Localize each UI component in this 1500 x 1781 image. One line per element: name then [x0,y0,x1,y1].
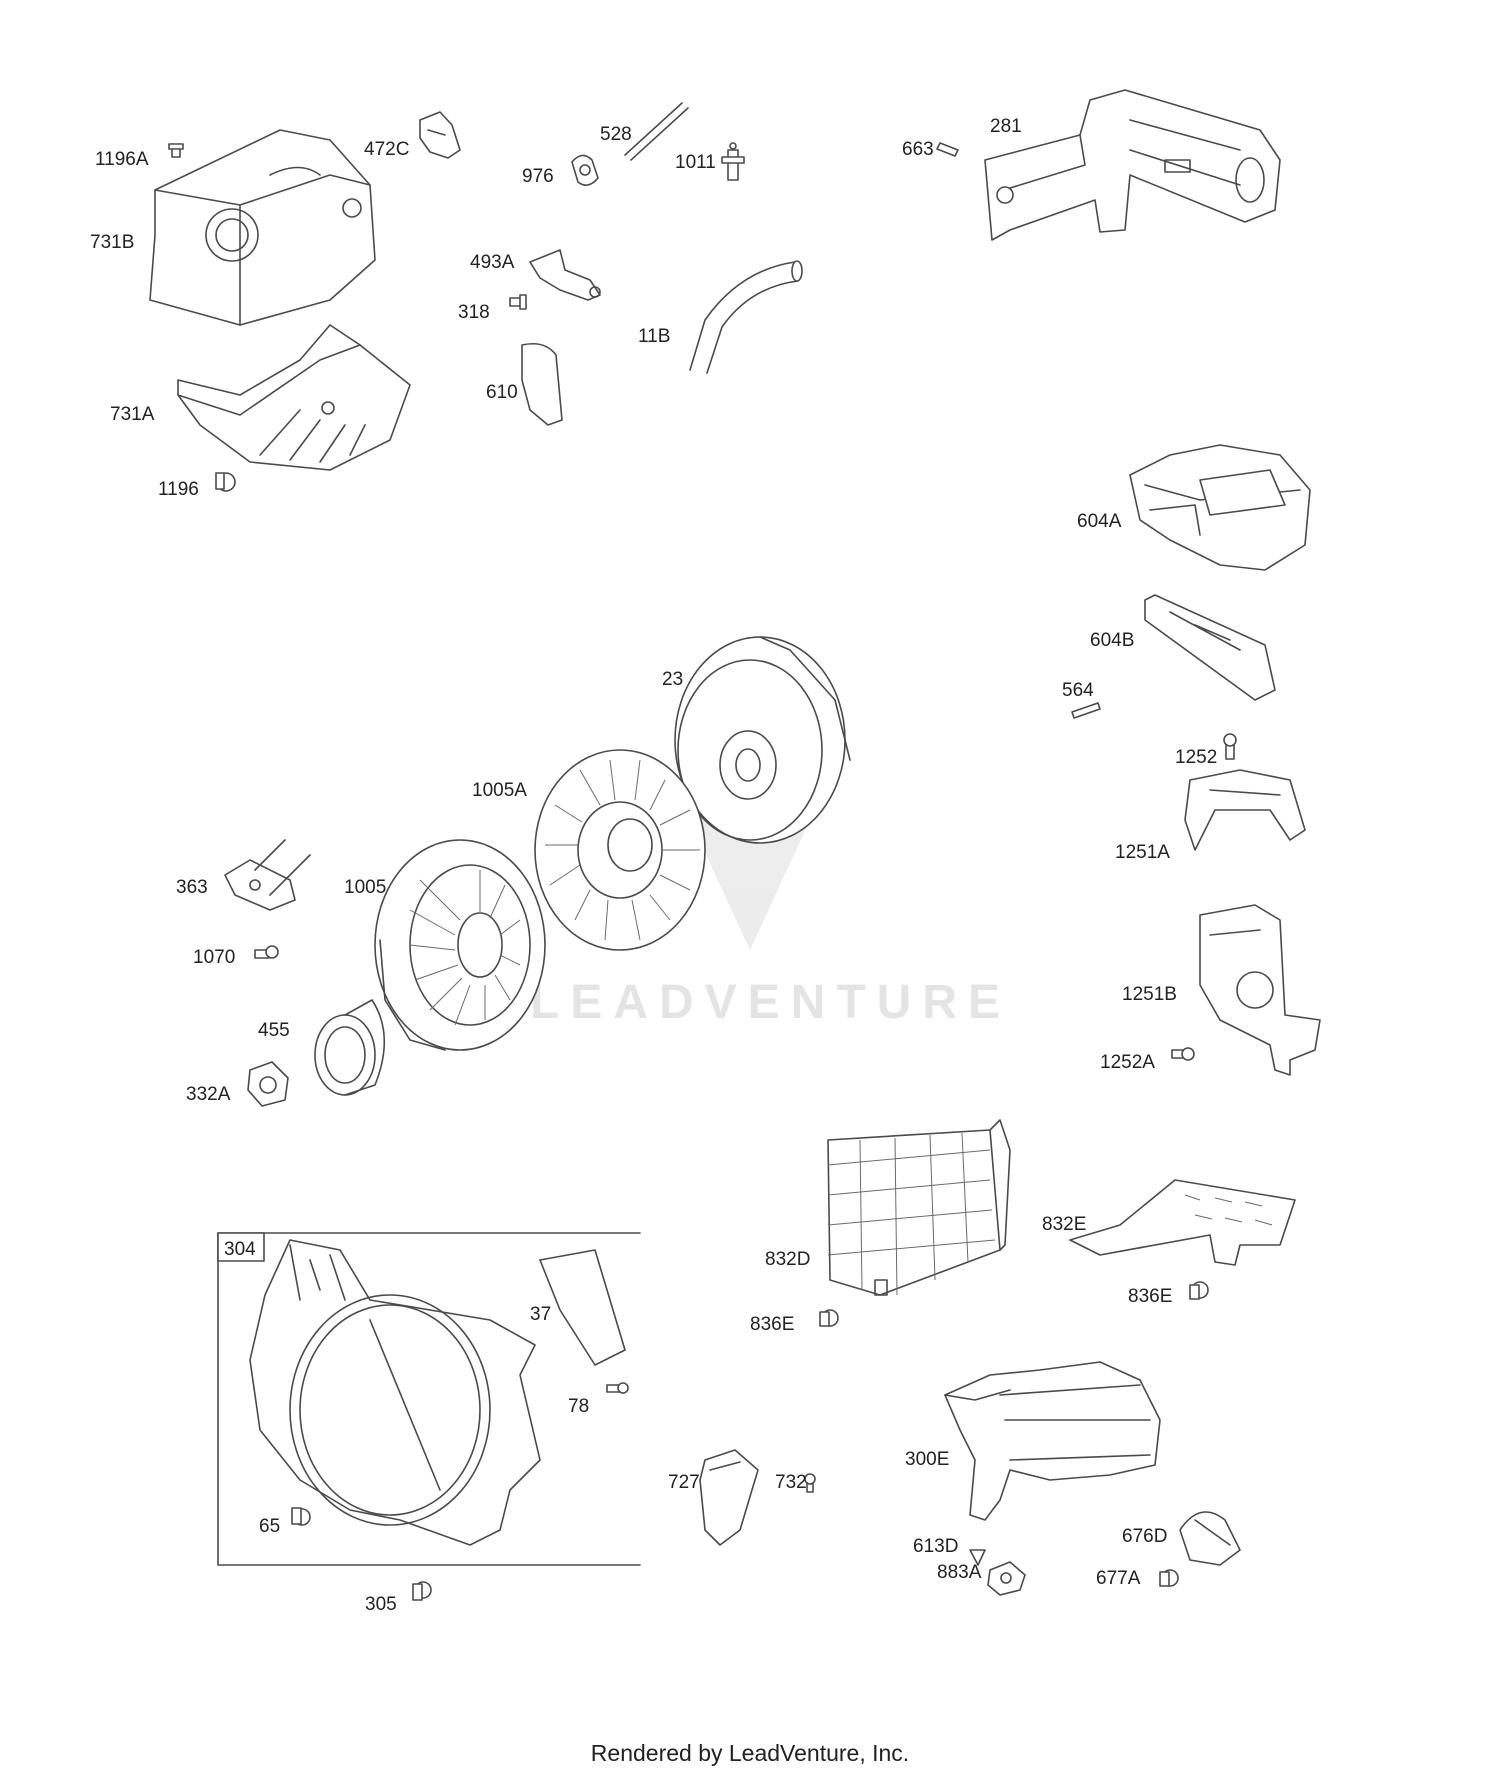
label-1196: 1196 [158,479,199,500]
label-528: 528 [600,124,632,145]
label-564: 564 [1062,680,1094,701]
part-528-tube[interactable] [624,102,689,161]
label-732: 732 [775,1472,807,1493]
part-493A-bracket[interactable] [529,249,601,301]
part-836E-screw-b[interactable] [1189,1281,1209,1300]
label-677A: 677A [1096,1568,1141,1589]
label-65: 65 [259,1516,280,1537]
part-1252-screw[interactable] [1223,733,1237,760]
label-1251A: 1251A [1115,842,1170,863]
label-836E-a: 836E [750,1314,794,1335]
part-836E-screw-a[interactable] [819,1309,839,1327]
label-836E-b: 836E [1128,1286,1172,1307]
label-663: 663 [902,139,934,160]
part-832D-muffler-guard[interactable] [827,1119,1011,1296]
label-363: 363 [176,877,208,898]
part-455-cup[interactable] [314,999,386,1096]
part-11B-hose[interactable] [689,260,803,374]
label-305: 305 [365,1594,397,1615]
part-564-screw[interactable] [1071,702,1101,719]
part-604A-shroud[interactable] [1129,444,1311,571]
part-732-screw[interactable] [804,1473,816,1493]
label-1252A: 1252A [1100,1052,1155,1073]
label-731A: 731A [110,404,155,425]
part-663-screw[interactable] [936,142,959,157]
label-1252: 1252 [1175,747,1217,768]
part-610-gasket[interactable] [521,342,563,426]
label-1011: 1011 [675,152,716,173]
part-1070-screw[interactable] [254,945,279,959]
part-65-screw[interactable] [291,1507,311,1526]
label-1005A: 1005A [472,780,527,801]
part-883A-nut[interactable] [987,1561,1026,1596]
part-1011-valve[interactable] [721,142,745,181]
part-731B-shroud[interactable] [149,129,376,326]
label-883A: 883A [937,1562,982,1583]
label-832E: 832E [1042,1214,1086,1235]
part-731A-cover[interactable] [177,324,411,471]
label-610: 610 [486,382,518,403]
label-11B: 11B [638,326,670,347]
part-1251B-bracket[interactable] [1199,904,1321,1076]
part-318-screw[interactable] [509,294,527,310]
part-300E-muffler[interactable] [944,1361,1161,1521]
label-976: 976 [522,166,554,187]
label-455: 455 [258,1020,290,1041]
label-1196A: 1196A [95,149,149,170]
kit-304-box [217,1232,641,1566]
part-37-guard[interactable] [539,1249,626,1366]
part-472C-bracket[interactable] [419,111,461,159]
label-604B: 604B [1090,630,1134,651]
part-613D-stud[interactable] [969,1549,986,1566]
part-labels: 1196A 731B 731A 1196 472C 528 976 1011 4… [90,116,1217,1615]
part-976-cap[interactable] [571,154,599,186]
label-1005: 1005 [344,877,386,898]
label-281: 281 [990,116,1022,137]
label-676D: 676D [1122,1526,1167,1547]
part-727-cover[interactable] [699,1449,759,1546]
label-300E: 300E [905,1449,949,1470]
label-727: 727 [668,1472,700,1493]
part-676D-deflector[interactable] [1179,1511,1241,1566]
label-604A: 604A [1077,511,1122,532]
svg-text:LEADVENTURE: LEADVENTURE [530,976,1000,1029]
label-318: 318 [458,302,490,323]
label-493A: 493A [470,252,515,273]
part-1251A-shield[interactable] [1184,769,1306,851]
label-304: 304 [224,1239,256,1260]
label-37: 37 [530,1304,551,1325]
label-78: 78 [568,1396,589,1417]
part-604B-plate[interactable] [1144,594,1276,701]
part-305-screw[interactable] [412,1581,432,1601]
label-23: 23 [662,669,683,690]
label-332A: 332A [186,1084,231,1105]
part-677A-screw[interactable] [1159,1569,1179,1587]
part-305-blower-housing[interactable] [249,1239,541,1546]
label-731B: 731B [90,232,134,253]
label-613D: 613D [913,1536,958,1557]
label-832D: 832D [765,1249,810,1270]
part-78-screw[interactable] [606,1382,629,1394]
part-1005A-fan[interactable] [534,749,706,951]
part-832E-plate[interactable] [1069,1179,1296,1266]
part-1196A-screw[interactable] [168,143,184,158]
part-1252A-screw[interactable] [1171,1047,1195,1061]
label-1251B: 1251B [1122,984,1177,1005]
label-1070: 1070 [193,947,235,968]
part-281-bracket[interactable] [984,89,1281,241]
part-23-flywheel[interactable] [674,636,851,844]
part-332A-nut[interactable] [247,1061,289,1107]
part-1005-flywheel-fan[interactable] [374,839,546,1051]
rendered-by-footer: Rendered by LeadVenture, Inc. [590,1740,910,1766]
part-1196-screw[interactable] [215,472,236,492]
part-363-bracket[interactable] [224,839,311,911]
label-472C: 472C [364,139,409,160]
